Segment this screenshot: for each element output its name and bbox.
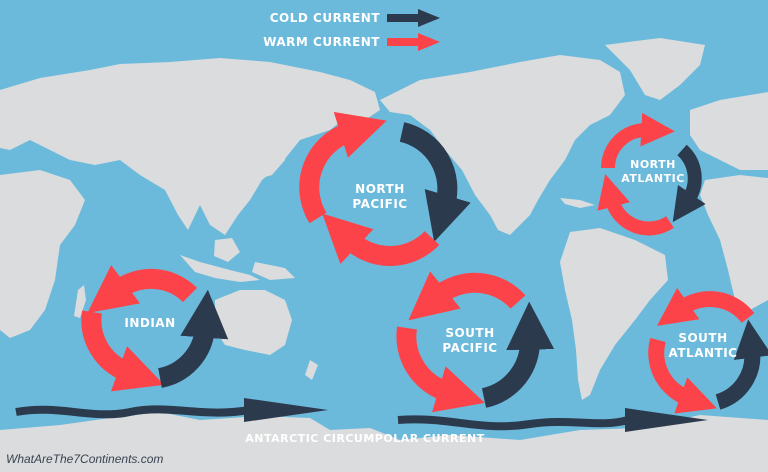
- indian-cold-east: [157, 289, 229, 388]
- north-pacific-warm-south: [322, 213, 440, 266]
- south-pacific-cold-east-arc: [481, 301, 555, 408]
- gyre-label-line: ATLANTIC: [621, 172, 685, 185]
- gyre-label-north-pacific: NORTH PACIFIC: [335, 182, 425, 212]
- eurasia: [0, 58, 380, 235]
- gyre-label-line: SOUTH: [445, 326, 495, 340]
- greenland: [605, 38, 705, 100]
- gyre-label-north-atlantic: NORTH ATLANTIC: [608, 158, 698, 186]
- new-guinea: [252, 262, 295, 280]
- gyre-label-line: NORTH: [630, 158, 676, 171]
- north-atlantic-warm-south: [597, 173, 674, 236]
- circumpolar-label: ANTARCTIC CIRCUMPOLAR CURRENT: [245, 432, 485, 445]
- madagascar: [74, 285, 86, 318]
- indonesia: [180, 255, 260, 282]
- circumpolar-arrow-east-head: [625, 408, 708, 432]
- land-masses: [0, 38, 768, 472]
- borneo: [214, 238, 240, 262]
- south-atlantic-cold-east: [715, 319, 768, 410]
- circumpolar-arrows: [15, 398, 708, 432]
- cold-legend-arrow: [387, 9, 440, 27]
- gyre-label-line: NORTH: [355, 182, 405, 196]
- africa: [0, 170, 85, 338]
- africa-east: [700, 175, 768, 310]
- gyre-label-indian: INDIAN: [105, 316, 195, 331]
- warm-legend-arrow: [387, 33, 440, 51]
- caribbean: [560, 198, 595, 208]
- south-pacific-warm-north: [408, 271, 526, 321]
- gyre-label-south-pacific: SOUTH PACIFIC: [425, 326, 515, 356]
- gyre-label-line: PACIFIC: [352, 197, 408, 211]
- gyre-label-line: INDIAN: [124, 316, 176, 330]
- legend-warm-label: WARM CURRENT: [263, 35, 380, 49]
- circumpolar-arrow-west-head: [244, 398, 328, 422]
- south-pacific-warm-west: [396, 326, 485, 413]
- north-atlantic-warm-north: [600, 112, 675, 169]
- japan: [262, 140, 285, 178]
- gyre-label-line: ATLANTIC: [668, 346, 738, 360]
- indian-warm-north: [87, 265, 198, 314]
- gyre-arrows: [81, 111, 768, 414]
- gyre-label-line: SOUTH: [678, 331, 728, 345]
- south-america: [560, 228, 668, 400]
- north-atlantic-cold-east: [672, 144, 706, 223]
- australia: [215, 290, 292, 355]
- indian-warm-west: [81, 310, 165, 392]
- north-pacific-cold-east: [399, 122, 471, 242]
- legend-cold-label: COLD CURRENT: [269, 11, 380, 25]
- europe-west: [690, 92, 768, 170]
- antarctica: [0, 412, 768, 472]
- south-atlantic-warm-north: [656, 287, 755, 326]
- new-zealand: [305, 360, 318, 380]
- legend-arrows: [387, 9, 440, 51]
- circumpolar-arrow-east: [397, 415, 630, 431]
- gyre-label-south-atlantic: SOUTH ATLANTIC: [658, 331, 748, 361]
- gyre-label-line: PACIFIC: [442, 341, 498, 355]
- circumpolar-arrow-west: [15, 405, 251, 419]
- site-credit: WhatAreThe7Continents.com: [6, 452, 164, 466]
- north-america: [380, 55, 625, 235]
- south-atlantic-warm-west: [648, 337, 717, 414]
- north-pacific-warm-west: [299, 111, 387, 224]
